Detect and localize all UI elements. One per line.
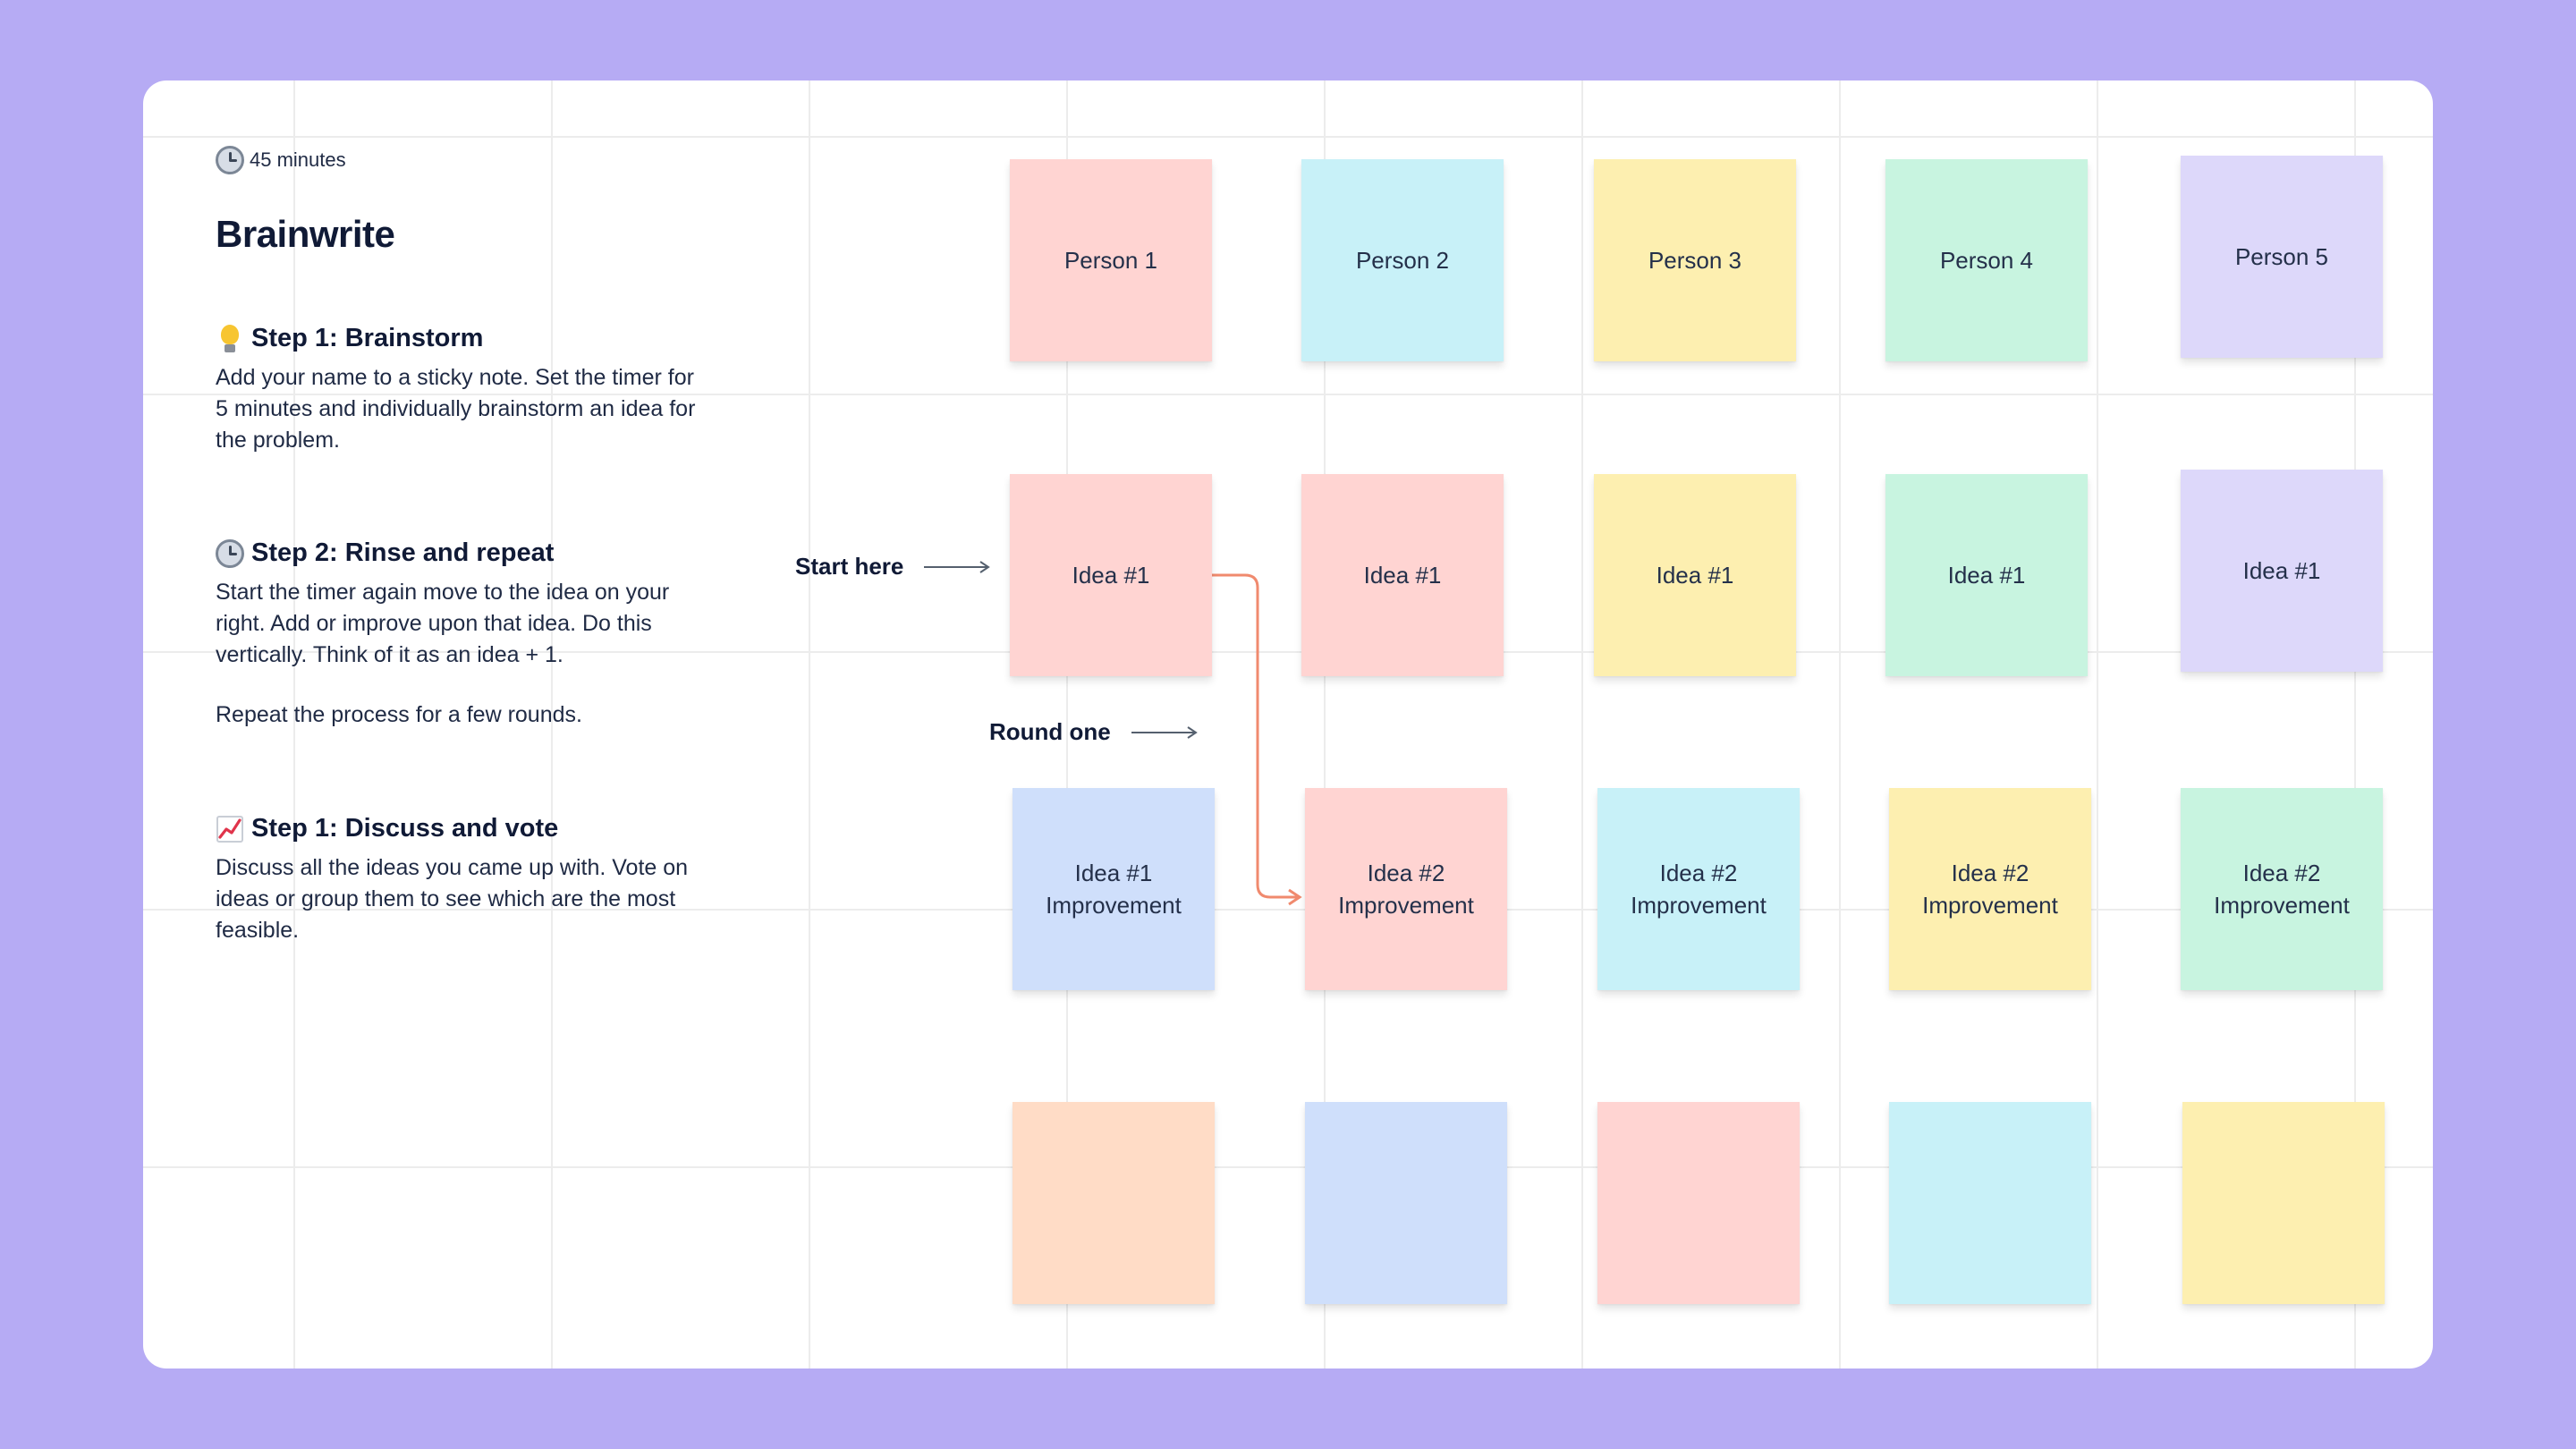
start-here-text: Start here (795, 553, 904, 580)
sticky-note[interactable]: Idea #1 (1301, 474, 1504, 676)
step-3-heading[interactable]: Step 1: Discuss and vote (216, 814, 699, 843)
sticky-note[interactable]: Idea #1 Improvement (1013, 788, 1215, 990)
step-2-body[interactable]: Start the timer again move to the idea o… (216, 580, 670, 667)
connector-arrowhead-icon (1288, 888, 1302, 906)
timer-label: 45 minutes (250, 148, 346, 171)
start-here-label[interactable]: Start here (795, 553, 991, 580)
step-2-section: Step 2: Rinse and repeat Start the timer… (216, 538, 699, 731)
sticky-note[interactable]: Idea #1 (1010, 474, 1212, 676)
arrow-right-icon (1131, 725, 1198, 739)
sticky-note[interactable] (1597, 1102, 1800, 1304)
sticky-note[interactable]: Idea #1 (2181, 470, 2383, 672)
board-title[interactable]: Brainwrite (216, 213, 395, 255)
clock-icon (216, 538, 244, 568)
clock-icon (216, 146, 244, 174)
sticky-note[interactable]: Person 3 (1594, 159, 1796, 361)
sticky-note[interactable]: Person 1 (1010, 159, 1212, 361)
timer: 45 minutes (216, 146, 346, 174)
step-2-heading-text: Step 2: Rinse and repeat (251, 538, 555, 567)
step-1-section: Step 1: Brainstorm Add your name to a st… (216, 324, 699, 456)
whiteboard-canvas[interactable]: 45 minutes Brainwrite Step 1: Brainstorm… (143, 80, 2433, 1368)
step-1-body[interactable]: Add your name to a sticky note. Set the … (216, 365, 696, 453)
step-3-section: Step 1: Discuss and vote Discuss all the… (216, 814, 699, 946)
sticky-note[interactable]: Idea #1 (1885, 474, 2088, 676)
sticky-note[interactable]: Idea #2 Improvement (1597, 788, 1800, 990)
sticky-note[interactable]: Person 2 (1301, 159, 1504, 361)
sticky-note[interactable]: Person 4 (1885, 159, 2088, 361)
sticky-note[interactable]: Idea #2 Improvement (1305, 788, 1507, 990)
sticky-note[interactable] (1305, 1102, 1507, 1304)
chart-increasing-icon (216, 815, 244, 843)
sticky-note[interactable]: Idea #2 Improvement (2181, 788, 2383, 990)
sticky-note[interactable] (1889, 1102, 2091, 1304)
sticky-note[interactable]: Idea #2 Improvement (1889, 788, 2091, 990)
sticky-note[interactable]: Idea #1 (1594, 474, 1796, 676)
sticky-note[interactable]: Person 5 (2181, 156, 2383, 358)
step-3-body[interactable]: Discuss all the ideas you came up with. … (216, 855, 689, 943)
round-one-text: Round one (989, 718, 1111, 745)
sticky-note[interactable] (2182, 1102, 2385, 1304)
sticky-note[interactable] (1013, 1102, 1215, 1304)
step-3-heading-text: Step 1: Discuss and vote (251, 814, 559, 843)
round-one-label[interactable]: Round one (989, 718, 1199, 746)
lightbulb-icon (216, 324, 244, 353)
step-2-heading[interactable]: Step 2: Rinse and repeat (216, 538, 699, 568)
step-1-heading[interactable]: Step 1: Brainstorm (216, 324, 699, 353)
arrow-right-icon (924, 560, 991, 573)
step-2-body-note[interactable]: Repeat the process for a few rounds. (216, 702, 582, 727)
step-1-heading-text: Step 1: Brainstorm (251, 324, 484, 352)
